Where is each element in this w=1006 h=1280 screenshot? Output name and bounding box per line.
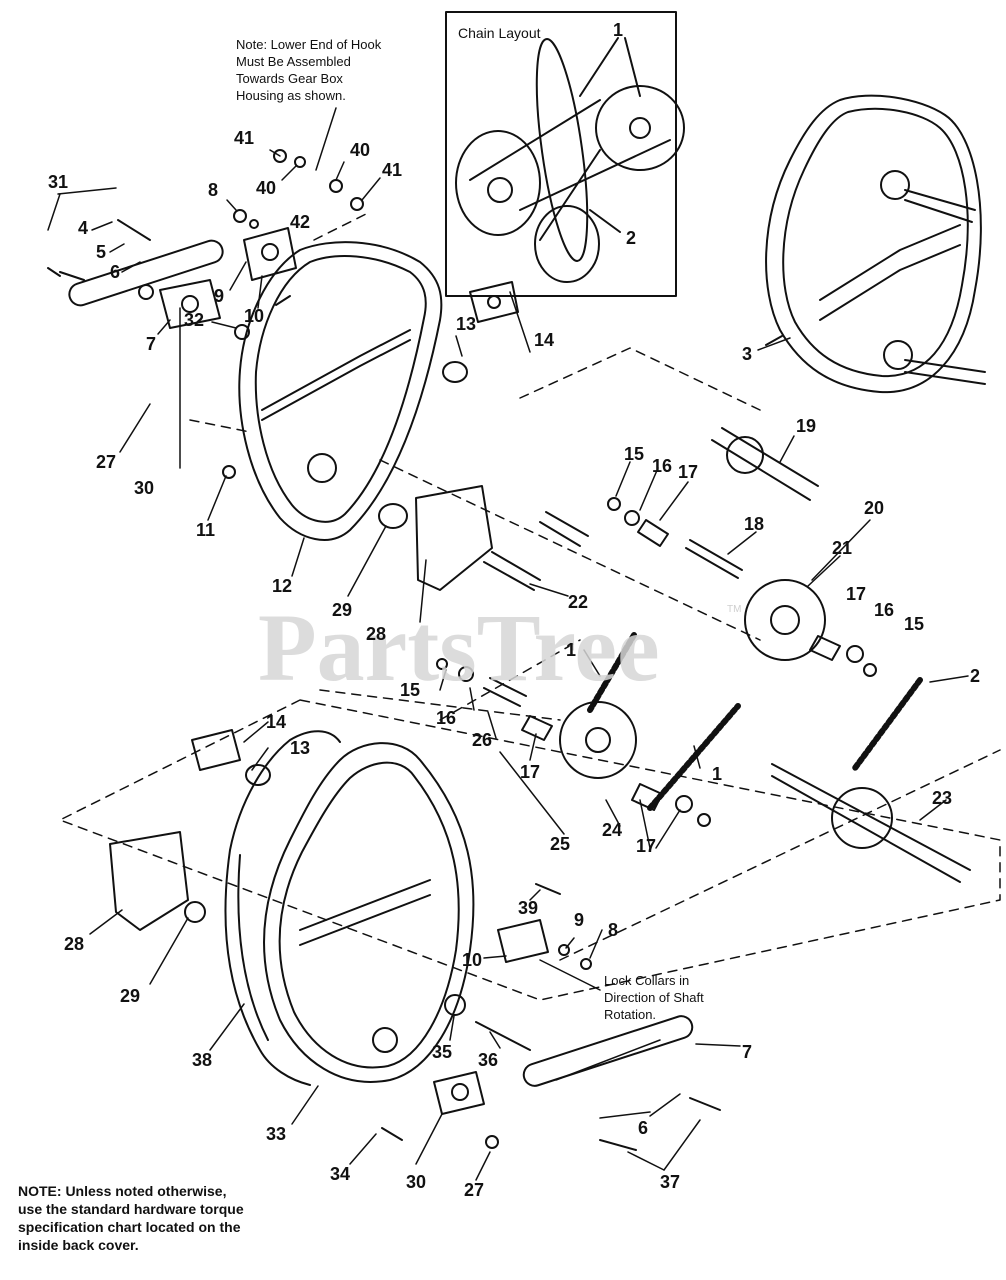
callout-11: 11 [196,520,215,540]
torque-note-line: use the standard hardware torque [18,1201,244,1217]
hook-note-line: Must Be Assembled [236,54,351,69]
callout-32: 32 [184,310,204,330]
callout-7-upper: 7 [146,334,156,354]
callout-2-chain: 2 [970,666,980,686]
callout-18: 18 [744,514,764,534]
callout-27-upper: 27 [96,452,116,472]
callout-7-lower: 7 [742,1042,752,1062]
callout-21: 21 [832,538,852,558]
callout-42: 42 [290,212,310,232]
callout-29-lower: 29 [120,986,140,1006]
callout-14-lower: 14 [266,712,286,732]
callout-4: 4 [78,218,88,238]
callout-41-left: 41 [234,128,254,148]
callout-30-upper: 30 [134,478,154,498]
watermark-trademark: TM [727,604,741,615]
callout-2-inset: 2 [626,228,636,248]
lock-note-line: Rotation. [604,1007,657,1022]
assembly-guide-lines [59,211,1001,1001]
lock-note-line: Lock Collars in [604,973,690,988]
callout-6-lower: 6 [638,1118,648,1138]
callout-8-upper: 8 [208,180,218,200]
callout-22: 22 [568,592,588,612]
chain-illustrations [587,632,923,811]
callout-33: 33 [266,1124,286,1144]
callout-15-right: 15 [904,614,924,634]
callout-6-upper: 6 [110,262,120,282]
callout-25: 25 [550,834,570,854]
hook-note-line: Note: Lower End of Hook [236,37,382,52]
callout-27-lower: 27 [464,1180,484,1200]
callout-15-left: 15 [400,680,420,700]
chain-layout-title: Chain Layout [458,25,541,41]
callout-30-lower: 30 [406,1172,426,1192]
torque-note-line: inside back cover. [18,1237,139,1253]
callout-26: 26 [472,730,492,750]
callout-1-upper-chain: 1 [566,640,576,660]
callout-8-lower: 8 [608,920,618,940]
callout-17-left: 17 [520,762,540,782]
callout-35: 35 [432,1042,452,1062]
callout-28-lower: 28 [64,934,84,954]
callout-34: 34 [330,1164,350,1184]
callout-10-upper: 10 [244,306,264,326]
callout-31: 31 [48,172,68,192]
callout-17-upper: 17 [678,462,698,482]
callout-9-upper: 9 [214,286,224,306]
callout-3: 3 [742,344,752,364]
callout-20: 20 [864,498,884,518]
callout-13-upper: 13 [456,314,476,334]
callout-41-right: 41 [382,160,402,180]
chain-layout-inset [445,11,685,297]
callout-37: 37 [660,1172,680,1192]
callout-16-right: 16 [874,600,894,620]
torque-note-line: NOTE: Unless noted otherwise, [18,1183,227,1199]
torque-note-line: specification chart located on the [18,1219,241,1235]
callout-13-lower: 13 [290,738,310,758]
callout-40-right: 40 [350,140,370,160]
callout-14-upper: 14 [534,330,554,350]
shafts-and-sprockets-illustration [559,427,971,883]
lock-collar-note: Lock Collars in Direction of Shaft Rotat… [604,972,704,1023]
lower-housing-illustration [224,730,475,1086]
torque-spec-note: NOTE: Unless noted otherwise, use the st… [18,1182,244,1254]
callout-23: 23 [932,788,952,808]
leader-lines [47,107,969,1181]
callout-19: 19 [796,416,816,436]
callout-labels: 1 1 1 2 2 3 4 5 6 6 7 7 8 8 9 9 10 10 11… [48,20,980,1200]
hook-note-line: Towards Gear Box [236,71,343,86]
callout-5: 5 [96,242,106,262]
lock-note-line: Direction of Shaft [604,990,704,1005]
hook-assembly-note: Note: Lower End of Hook Must Be Assemble… [236,36,381,104]
partstree-watermark: PartsTree [258,594,660,701]
callout-16-upper: 16 [652,456,672,476]
callout-17-right: 17 [846,584,866,604]
small-parts-illustration [47,149,877,1151]
callout-28-upper: 28 [366,624,386,644]
callout-36: 36 [478,1050,498,1070]
callout-29-upper: 29 [332,600,352,620]
callout-15-upper: 15 [624,444,644,464]
hook-note-line: Housing as shown. [236,88,346,103]
callout-9-lower: 9 [574,910,584,930]
upper-housing-illustration [238,241,443,541]
callout-17-lower: 17 [636,836,656,856]
callout-16-left: 16 [436,708,456,728]
callout-12: 12 [272,576,292,596]
gearbox-assembled-illustration [765,94,986,394]
callout-38: 38 [192,1050,212,1070]
callout-24: 24 [602,820,622,840]
callout-1-inset: 1 [613,20,623,40]
callout-40-left: 40 [256,178,276,198]
callout-39: 39 [518,898,538,918]
callout-10-lower: 10 [462,950,482,970]
callout-1-lower-chain: 1 [712,764,722,784]
